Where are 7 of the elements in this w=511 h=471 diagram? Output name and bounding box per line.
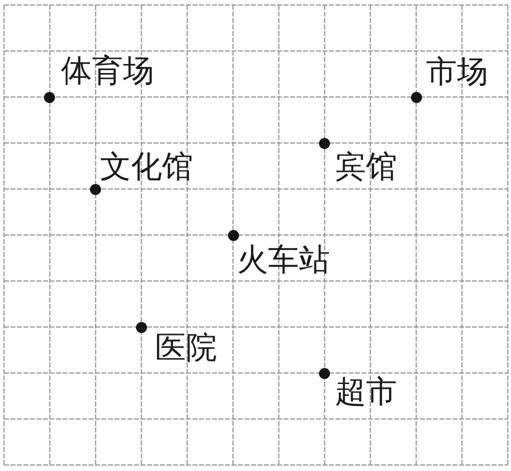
place-name: 医院 <box>155 333 217 364</box>
place-name: 体育场 <box>61 56 154 87</box>
place-name: 宾馆 <box>335 152 397 183</box>
place-name: 超市 <box>335 377 397 408</box>
place-name: 火车站 <box>237 245 330 276</box>
place-name: 文化馆 <box>100 152 193 183</box>
place-name: 市场 <box>426 57 488 88</box>
